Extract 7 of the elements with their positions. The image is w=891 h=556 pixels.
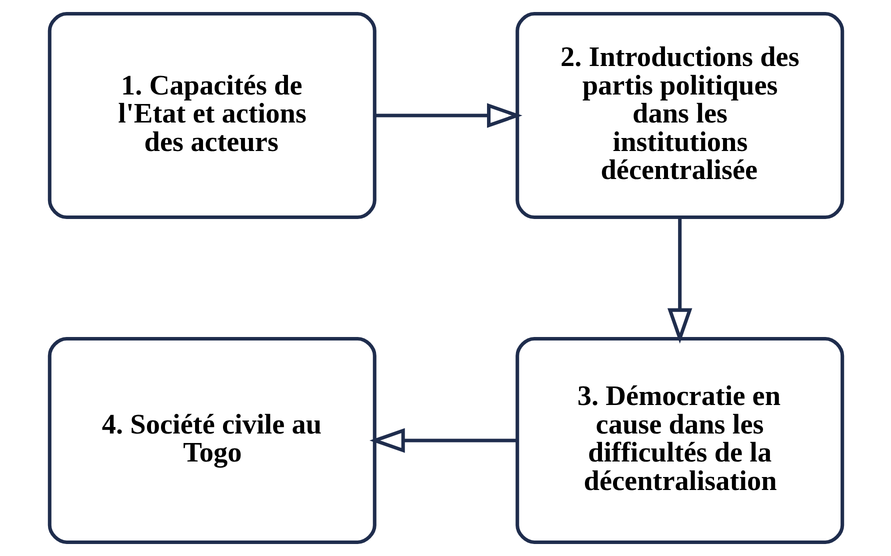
- arrow: [666, 217, 692, 344]
- arrow: [374, 103, 522, 128]
- node-box: 2. Introductions des partis politiques dans les institutions décentralisée: [515, 12, 844, 219]
- node-box: 4. Société civile au Togo: [47, 337, 376, 544]
- arrow: [368, 428, 517, 453]
- node-box: 1. Capacités de l'Etat et actions des acteurs: [47, 12, 376, 219]
- node-box: 3. Démocratie en cause dans les difficultés de la décentralisation: [515, 337, 844, 544]
